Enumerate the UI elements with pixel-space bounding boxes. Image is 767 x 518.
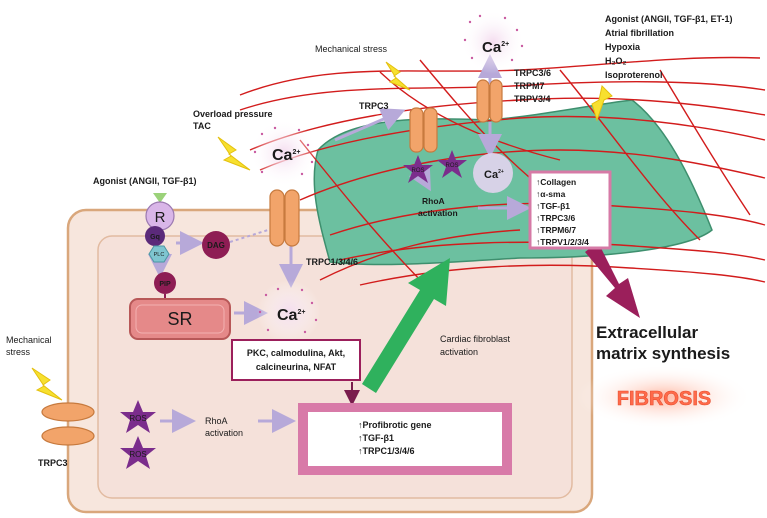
- marker-item: ↑TGF-β1: [536, 201, 570, 211]
- ca-fib-label: Ca2+: [484, 169, 504, 181]
- rhoa-cell-label: RhoA: [205, 416, 228, 426]
- ca-cloud-top: [461, 10, 525, 74]
- sr-organelle-inner: [135, 304, 225, 334]
- agonist-right-item: Isoproterenol: [605, 70, 663, 80]
- mech-stress-top-label: Mechanical stress: [315, 44, 388, 54]
- channel-top-item: TRPM7: [514, 81, 545, 91]
- gq-label: Gq: [150, 234, 160, 241]
- ros-star-icon: [437, 150, 467, 178]
- marker-item: ↑TRPC3/6: [536, 213, 575, 223]
- channel-trpc3-top: [409, 107, 438, 153]
- trpc3-left-label: TRPC3: [38, 458, 68, 468]
- rhoa-fib-label: RhoA: [422, 196, 445, 206]
- dag-label: DAG: [207, 241, 225, 250]
- channel-trpc-mid: [269, 189, 300, 247]
- channel-top-item: TRPC3/6: [514, 68, 551, 78]
- ros-star-icon: [120, 400, 156, 433]
- channels-top-list: TRPC3/6 TRPM7 TRPV3/4: [514, 68, 551, 104]
- channel-top-item: TRPV3/4: [514, 94, 551, 104]
- lightning-icon: [591, 84, 613, 122]
- ca-mid-label: Ca2+: [272, 147, 300, 164]
- fibrosis-label: FIBROSIS: [617, 388, 711, 410]
- marker-item: ↑Collagen: [536, 177, 576, 187]
- lightning-icon: [31, 367, 63, 401]
- agonist-right-item: Atrial fibrillation: [605, 28, 674, 38]
- gene-item: ↑TGF-β1: [358, 433, 394, 443]
- dag-dotted-link: [229, 229, 269, 243]
- ecm-label-line2: matrix synthesis: [596, 344, 730, 363]
- ros-label: ROS: [129, 414, 146, 423]
- agonist-right-list: Agonist (ANGII, TGF-β1, ET-1) Atrial fib…: [605, 14, 733, 80]
- mech-stress-left-line2: stress: [6, 347, 31, 357]
- ca-cloud-sr: [257, 280, 321, 344]
- trpc3-top-label: TRPC3: [359, 101, 389, 111]
- ca-speckles: [253, 14, 524, 334]
- agonist-right-item: Agonist (ANGII, TGF-β1, ET-1): [605, 14, 733, 24]
- cf-activation-line2: activation: [440, 347, 478, 357]
- gene-item: ↑TRPC1/3/4/6: [358, 446, 415, 456]
- overload-label: Overload pressure: [193, 109, 273, 119]
- cf-activation-line1: Cardiac fibroblast: [440, 334, 511, 344]
- channel-trpc3-left: [41, 402, 95, 446]
- rhoa-cell-activation: activation: [205, 428, 243, 438]
- gene-box-inner: [308, 412, 502, 466]
- lightning-icon: [385, 61, 411, 91]
- marker-item: ↑α-sma: [536, 189, 566, 199]
- agonist-left-label: Agonist (ANGII, TGF-β1): [93, 176, 196, 186]
- plc-hexagon: [148, 245, 170, 263]
- lightning-icons: [31, 61, 613, 401]
- agonist-right-item: Hypoxia: [605, 42, 641, 52]
- trpc-mid-label: TRPC1/3/4/6: [306, 257, 358, 267]
- pkc-label-line2: calcineurina, NFAT: [256, 362, 337, 372]
- ca-cloud-fib: [473, 153, 513, 193]
- mech-stress-left-line1: Mechanical: [6, 335, 52, 345]
- ros-label: ROS: [411, 168, 424, 174]
- green-activation-arrow: [362, 258, 450, 393]
- lightning-icon: [217, 136, 251, 171]
- gq-protein: [145, 226, 165, 246]
- dag-circle: [202, 231, 230, 259]
- pkc-box: [231, 339, 361, 381]
- ros-label: ROS: [445, 163, 458, 169]
- maroon-ecm-arrow: [585, 242, 640, 318]
- gene-box-list: ↑Profibrotic gene ↑TGF-β1 ↑TRPC1/3/4/6: [358, 420, 432, 456]
- pkc-label-line1: PKC, calmodulina, Akt,: [247, 348, 345, 358]
- ca-top-label: Ca2+: [482, 39, 509, 56]
- ros-star-icon: [403, 155, 433, 183]
- tac-label: TAC: [193, 121, 211, 131]
- gene-item: ↑Profibrotic gene: [358, 420, 432, 430]
- fibroblast-marker-list: ↑Collagen ↑α-sma ↑TGF-β1 ↑TRPC3/6 ↑TRPM6…: [536, 177, 589, 247]
- pip-circle: [154, 272, 176, 294]
- ros-stars: [120, 150, 467, 469]
- collagen-fibers: [239, 56, 766, 291]
- fibrosis-glow: [576, 365, 752, 429]
- marker-item: ↑TRPV1/2/3/4: [536, 237, 589, 247]
- channel-trp-top: [476, 79, 503, 123]
- sr-label: SR: [167, 309, 192, 329]
- sr-organelle: [129, 298, 231, 340]
- ca-cloud-mid: [250, 119, 318, 187]
- pip-label: PIP: [159, 281, 171, 288]
- plc-label: PLC: [154, 252, 165, 258]
- ros-star-icon: [120, 436, 156, 469]
- ros-label: ROS: [129, 450, 146, 459]
- marker-item: ↑TRPM6/7: [536, 225, 576, 235]
- ecm-label-line1: Extracellular: [596, 323, 698, 342]
- agonist-triangle-icon: [153, 193, 167, 203]
- receptor-label: R: [155, 209, 166, 226]
- fibroblast-marker-box: [528, 170, 612, 250]
- ca-sr-label: Ca2+: [277, 307, 305, 324]
- agonist-right-item: H₂O₂: [605, 56, 627, 66]
- rhoa-fib-activation: activation: [418, 208, 458, 218]
